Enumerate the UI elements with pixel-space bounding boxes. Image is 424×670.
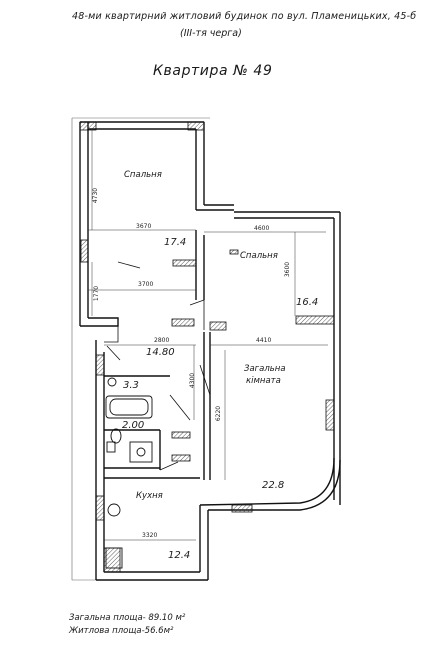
hatched-blocks <box>79 121 335 573</box>
dim-4600: 4600 <box>254 225 270 232</box>
living-room-area: 22.8 <box>262 480 285 491</box>
wc-fixtures <box>105 377 153 569</box>
total-area-text: Загальна площа- 89.10 м² <box>69 613 186 623</box>
dim-3320: 3320 <box>142 532 158 539</box>
dim-3670: 3670 <box>136 223 152 230</box>
dim-6220: 6220 <box>215 405 223 422</box>
apartment-title: Квартира № 49 <box>153 63 273 79</box>
building-caption: 48-ми квартирний житловий будинок по вул… <box>72 11 417 22</box>
bedroom-1-label: Спальня <box>124 170 162 180</box>
walls <box>79 121 341 581</box>
bedroom-2-label: Спальня <box>240 251 278 261</box>
living-room-label-line2: кімната <box>246 376 281 386</box>
dim-4730: 4730 <box>92 187 100 204</box>
doors <box>104 261 211 471</box>
dim-3700: 3700 <box>138 281 154 288</box>
living-area-text: Житлова площа-56.6м² <box>69 626 174 636</box>
wc-area: 2.00 <box>122 420 145 431</box>
dim-4410: 4410 <box>256 337 272 344</box>
bathroom-area: 3.3 <box>123 380 139 391</box>
dimension-lines <box>88 130 328 541</box>
bedroom-1-area: 17.4 <box>164 237 187 248</box>
dim-4300: 4300 <box>189 372 197 389</box>
hall-area: 14.80 <box>146 347 175 358</box>
queue-caption: (ІІІ-тя черга) <box>180 28 242 39</box>
bathtub <box>105 395 153 419</box>
bedroom-2-area: 16.4 <box>296 297 319 308</box>
kitchen-label: Кухня <box>136 491 163 501</box>
living-room-label-line1: Загальна <box>244 364 286 374</box>
dim-3600: 3600 <box>284 261 292 278</box>
dim-1770: 1770 <box>93 285 101 302</box>
kitchen-area: 12.4 <box>168 550 191 561</box>
dim-2800: 2800 <box>154 337 170 344</box>
